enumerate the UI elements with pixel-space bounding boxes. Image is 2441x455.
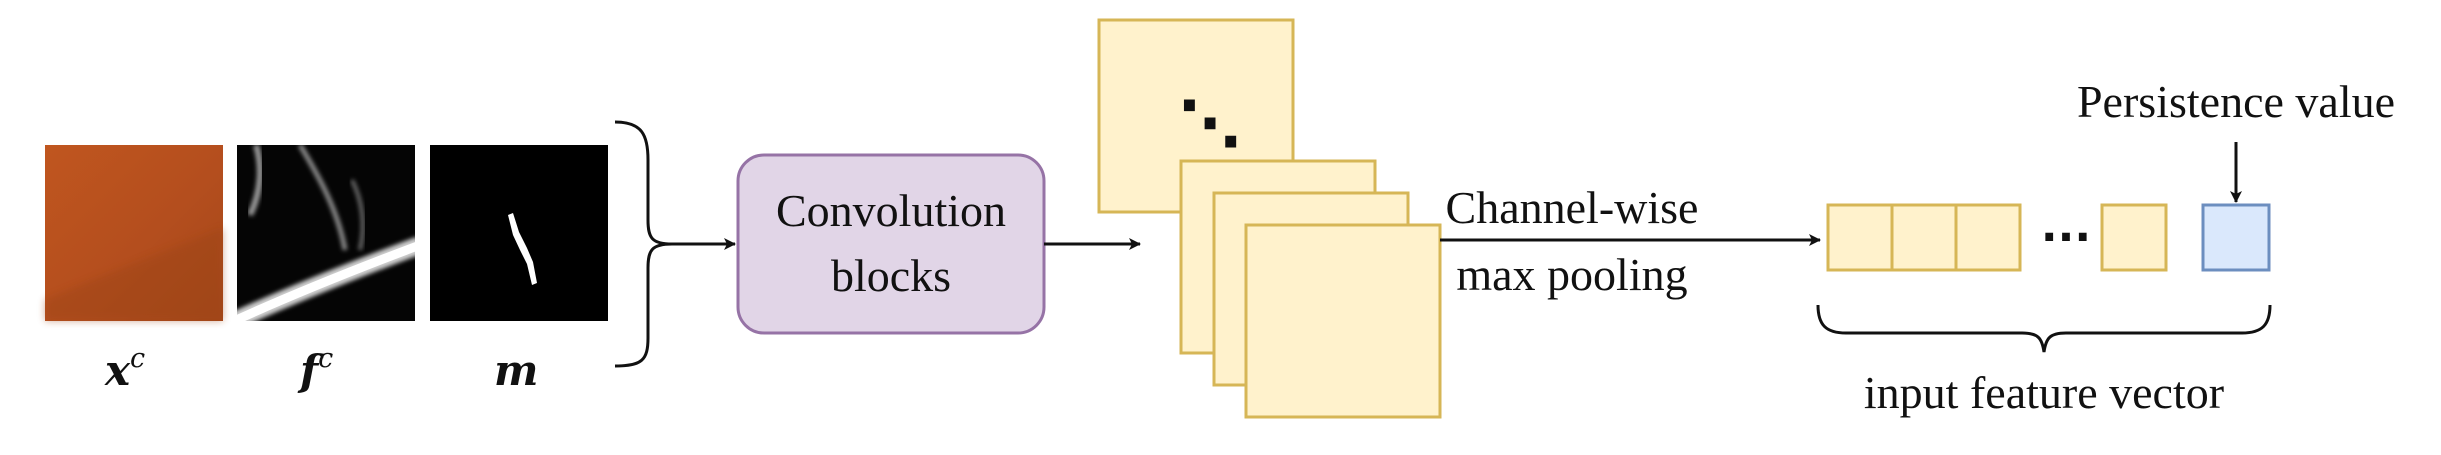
- feature-vector: ···: [1826, 203, 2271, 272]
- conv-label-line1: Convolution: [776, 185, 1006, 236]
- vector-cell: [1890, 203, 1958, 272]
- input-image-xc: [45, 145, 223, 321]
- input-image-fc: [237, 145, 415, 321]
- input-image-mask: [430, 145, 608, 321]
- conv-block: Convolution blocks: [736, 153, 1046, 335]
- pooling-label-line2: max pooling: [1456, 249, 1687, 300]
- feature-map-stack: ⋱: [1097, 18, 1442, 419]
- input-brace: [614, 120, 673, 368]
- label-fc: fc: [297, 343, 333, 395]
- vector-ellipsis: ···: [2041, 212, 2091, 263]
- vector-brace: [1816, 304, 2272, 353]
- feature-map-front: [1244, 223, 1442, 419]
- vector-caption: input feature vector: [1864, 367, 2224, 418]
- feature-map-ellipsis: ⋱: [1179, 87, 1241, 160]
- persistence-label: Persistence value: [2077, 76, 2395, 127]
- pooling-label-line1: Channel-wise: [1446, 182, 1699, 233]
- vector-cell: [1954, 203, 2022, 272]
- persistence-cell: [2201, 203, 2271, 272]
- vector-cell-last: [2100, 203, 2168, 272]
- conv-label-line2: blocks: [831, 250, 951, 301]
- label-m: m: [494, 346, 538, 395]
- label-xc: xc: [104, 343, 145, 395]
- vector-cell: [1826, 203, 1894, 272]
